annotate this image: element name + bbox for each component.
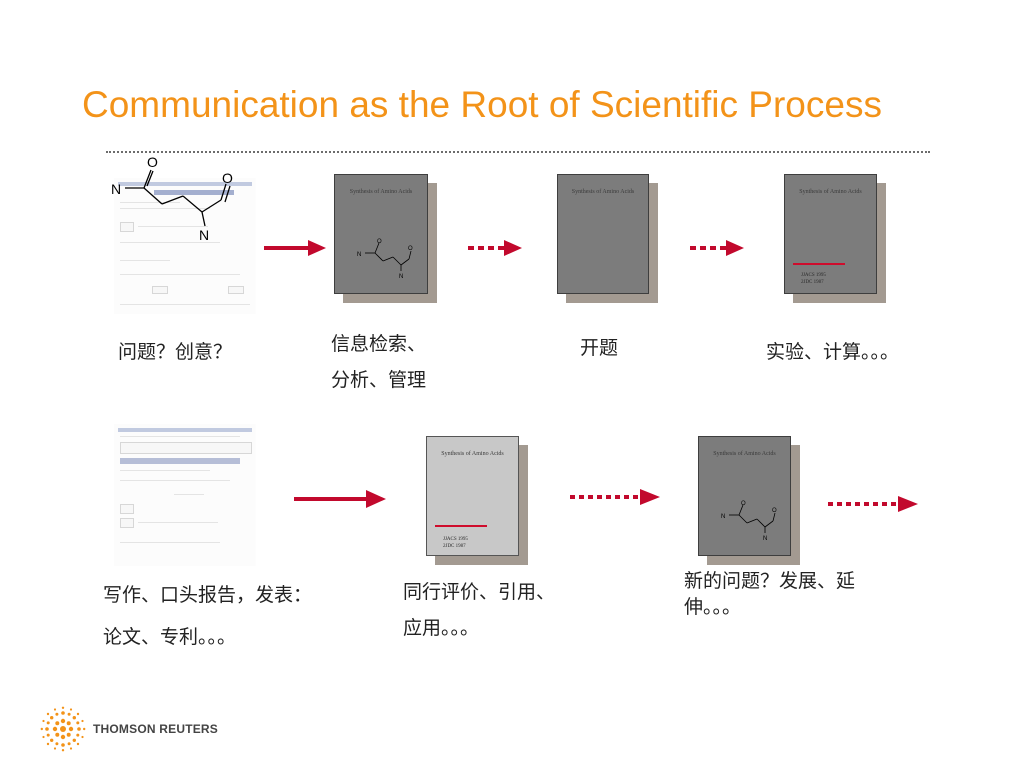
- paper-document: Synthesis of Amino Acids N O O N: [334, 174, 437, 303]
- screenshot-header-bar: [118, 428, 252, 432]
- molecule-icon: N O O N: [721, 501, 777, 542]
- screenshot-header-bar: [118, 182, 252, 186]
- molecule-icon: N O O N: [357, 239, 413, 280]
- nitrogen-label: N: [111, 181, 121, 197]
- screenshot-line: [120, 304, 250, 305]
- nitrogen-label: N: [199, 227, 209, 243]
- screenshot-box: [228, 286, 244, 294]
- dotted-arrow: [468, 240, 522, 256]
- dotted-arrow: [570, 489, 660, 505]
- nitrogen-label: N: [721, 514, 725, 520]
- faded-webpage-screenshot: [114, 424, 256, 566]
- amino-acid-molecule: N O O N: [111, 154, 233, 243]
- paper-document: Synthesis of Amino Acids JJACS 1995 2JDC…: [426, 436, 528, 565]
- slide-title: Communication as the Root of Scientific …: [82, 84, 882, 125]
- document-title: Synthesis of Amino Acids: [713, 451, 776, 457]
- paper-document: Synthesis of Amino Acids N O O N: [698, 436, 800, 565]
- screenshot-nav-bar: [120, 458, 240, 464]
- screenshot-box: [120, 518, 134, 528]
- screenshot-box: [120, 442, 252, 454]
- screenshot-box: [120, 222, 134, 232]
- document-references: JJACS 1995 2JDC 1987: [443, 537, 468, 549]
- highlight-line: [793, 263, 845, 265]
- solid-arrow: [264, 240, 326, 256]
- screenshot-line: [138, 226, 208, 227]
- screenshot-line: [120, 260, 170, 261]
- dotted-arrow: [690, 240, 744, 256]
- document-title: Synthesis of Amino Acids: [799, 189, 862, 195]
- oxygen-label: O: [772, 508, 777, 514]
- document-title: Synthesis of Amino Acids: [441, 451, 504, 457]
- oxygen-label: O: [741, 501, 746, 507]
- screenshot-box: [120, 504, 134, 514]
- screenshot-line: [120, 242, 220, 243]
- highlight-line: [435, 525, 487, 527]
- title-divider: [106, 151, 930, 153]
- screenshot-line: [120, 542, 220, 543]
- oxygen-label: O: [147, 154, 158, 170]
- document-references: JJACS 1995 2JDC 1987: [801, 273, 826, 285]
- oxygen-label: O: [408, 246, 413, 252]
- solid-arrow: [294, 490, 386, 508]
- screenshot-box: [152, 286, 168, 294]
- oxygen-label: O: [222, 170, 233, 186]
- screenshot-line: [120, 202, 180, 203]
- caption-writing: 写作、口头报告，发表： 论文、专利。。。: [103, 584, 313, 648]
- nitrogen-label: N: [357, 252, 361, 258]
- dotted-arrow: [828, 496, 918, 512]
- caption-new-question: 新的问题？发展、延 伸。。。: [684, 570, 856, 618]
- caption-review: 同行评价、引用、 应用。。。: [403, 581, 556, 639]
- screenshot-nav-bar: [154, 190, 234, 195]
- logo-text: THOMSON REUTERS: [93, 722, 219, 736]
- screenshot-line: [174, 494, 204, 495]
- screenshot-line: [138, 522, 218, 523]
- nitrogen-label: N: [399, 274, 403, 280]
- paper-document: Synthesis of Amino Acids JJACS 1995 2JDC…: [784, 174, 886, 303]
- document-title: Synthesis of Amino Acids: [349, 189, 413, 195]
- oxygen-label: O: [377, 239, 382, 245]
- thomson-reuters-logo-icon: [40, 706, 86, 752]
- document-title: Synthesis of Amino Acids: [571, 189, 635, 195]
- caption-search: 信息检索、 分析、管理: [331, 333, 427, 391]
- caption-question: 问题？创意？: [118, 341, 233, 363]
- screenshot-line: [120, 480, 230, 481]
- screenshot-line: [120, 274, 240, 275]
- paper-document: Synthesis of Amino Acids: [557, 174, 658, 303]
- screenshot-line: [120, 470, 210, 471]
- screenshot-line: [120, 436, 240, 437]
- caption-proposal: 开题: [580, 337, 619, 359]
- caption-experiment: 实验、计算。。。: [766, 341, 900, 363]
- faded-webpage-screenshot: [114, 178, 256, 314]
- screenshot-line: [120, 208, 210, 209]
- nitrogen-label: N: [763, 536, 767, 542]
